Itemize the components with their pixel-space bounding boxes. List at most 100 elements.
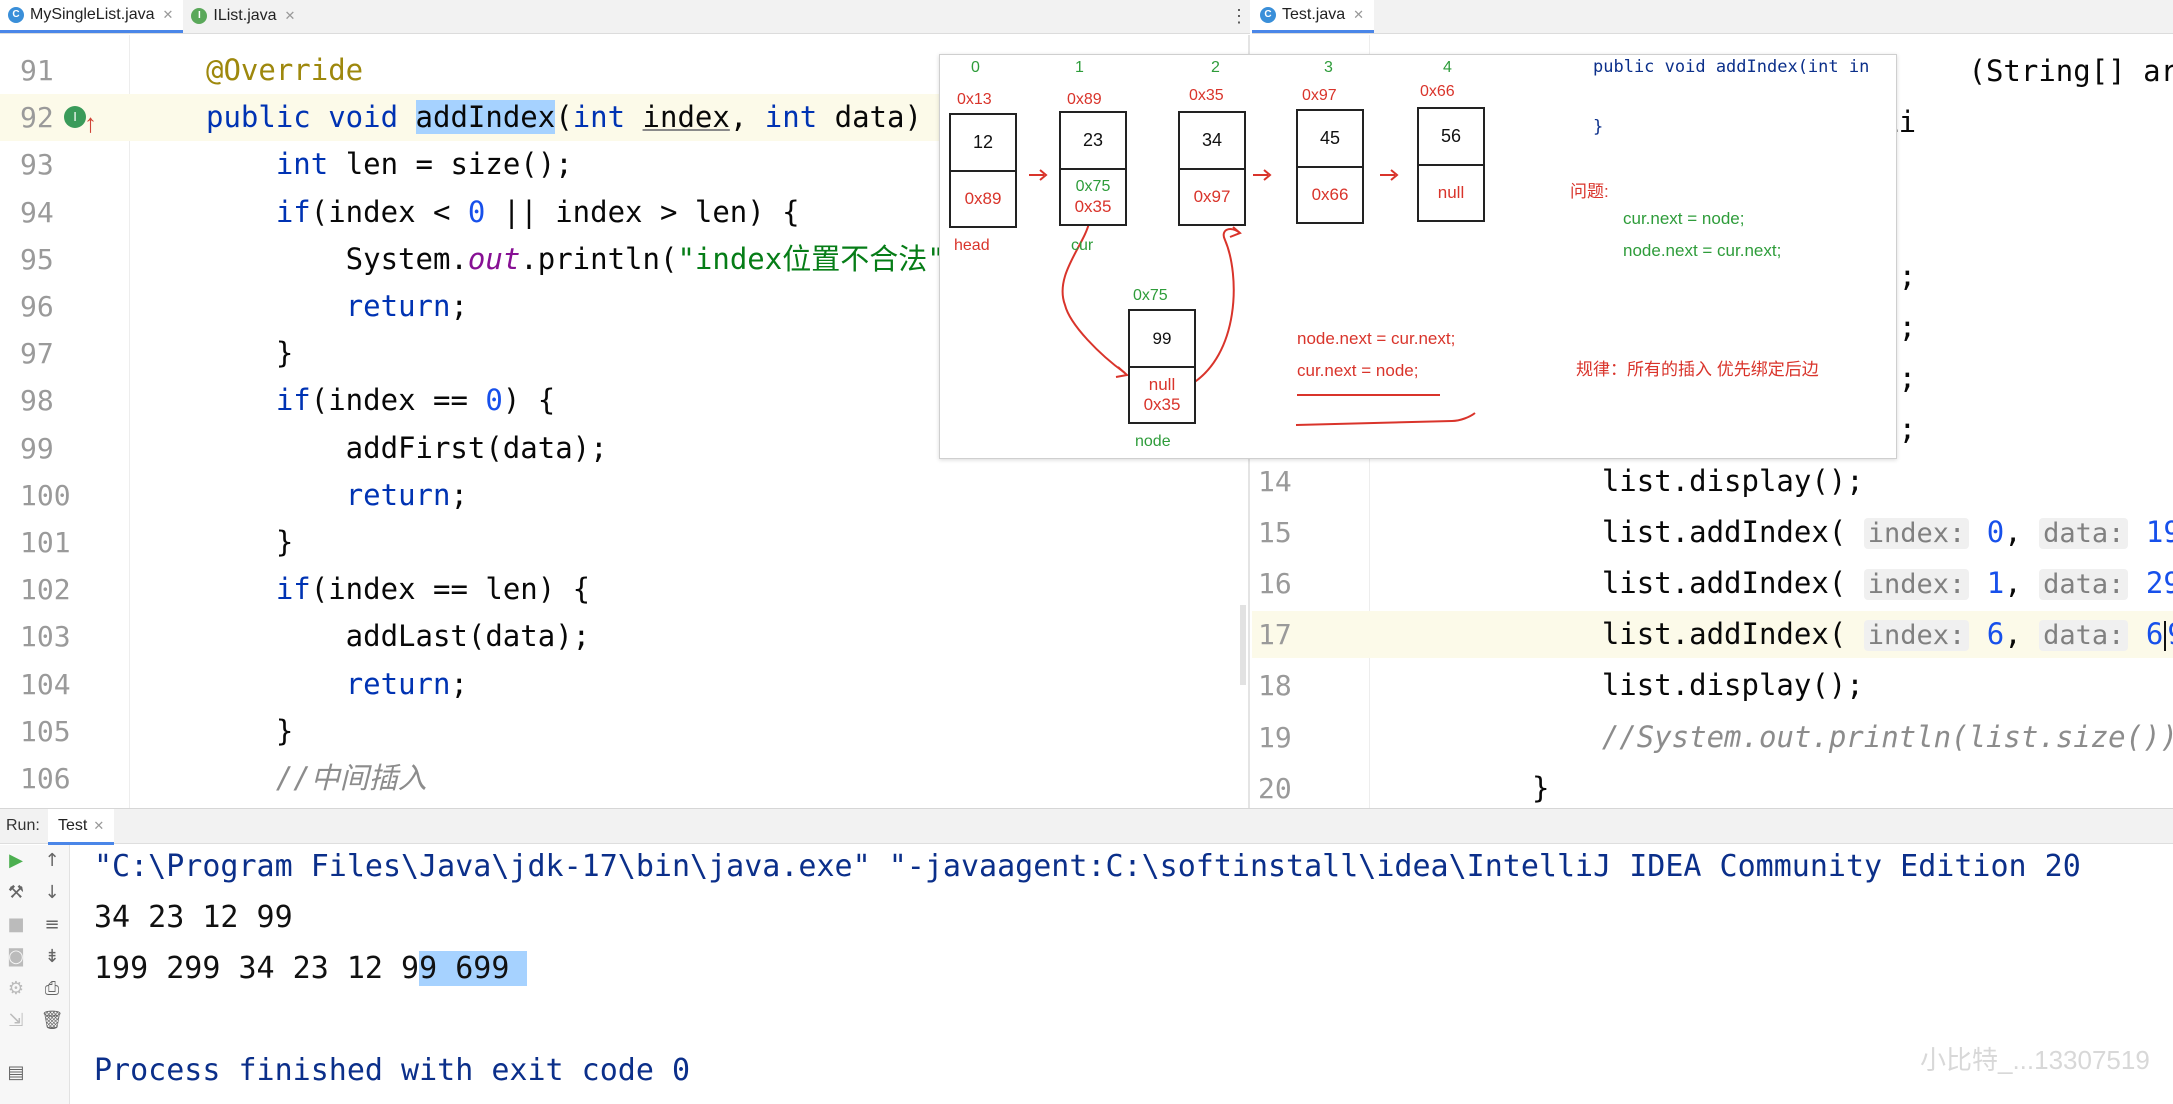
run-tab-test[interactable]: Test ✕: [48, 809, 115, 845]
node-new-next: 0x35: [1143, 395, 1181, 414]
snippet-line-2: }: [1593, 117, 1604, 137]
tab-test[interactable]: C Test.java ✕: [1252, 0, 1375, 33]
close-icon[interactable]: ✕: [284, 8, 296, 23]
code-line[interactable]: 15 list.addIndex( index: 0, data: 199);: [1252, 509, 2173, 556]
code-line[interactable]: 102 if(index == len) {: [0, 566, 1248, 613]
code-line[interactable]: 106 //中间插入: [0, 755, 1248, 802]
list-node: 12 0x89: [949, 113, 1017, 228]
code-line[interactable]: 94 if(index < 0 || index > len) {: [0, 189, 1248, 236]
code-line[interactable]: 103 addLast(data);: [0, 613, 1248, 660]
more-options-icon[interactable]: ⋮: [1230, 6, 1248, 26]
code-line[interactable]: 101 }: [0, 519, 1248, 566]
code-text: (String[] args): [1968, 54, 2173, 88]
scrollbar[interactable]: [1240, 605, 1246, 685]
line-number: 92: [20, 101, 54, 135]
line-number: 101: [20, 526, 71, 559]
arrow-up-icon[interactable]: ↑: [44, 850, 60, 871]
answer-code-2: cur.next = node;: [1297, 361, 1419, 380]
code-line[interactable]: 98 if(index == 0) {: [0, 377, 1248, 424]
code-line[interactable]: 91@Override: [0, 47, 1248, 94]
node-next: 0x89: [964, 189, 1002, 208]
node-old-next: null: [1148, 375, 1176, 394]
code-text: if(index == 0) {: [275, 383, 556, 418]
cur-label: cur: [1071, 237, 1094, 254]
close-icon[interactable]: ✕: [1353, 6, 1365, 22]
line-number: 15: [1258, 515, 1292, 549]
index-label: 4: [1443, 59, 1452, 76]
line-number: 100: [20, 478, 71, 512]
scroll-to-end-icon[interactable]: ⇟: [44, 946, 60, 967]
run-tab-label: Test: [58, 816, 88, 834]
console-text: 199 299 34 23 12 9: [94, 951, 420, 986]
code-line[interactable]: 16 list.addIndex( index: 1, data: 299);: [1252, 560, 2173, 607]
wrench-icon[interactable]: ⚒: [7, 882, 25, 903]
address-label: 0x97: [1302, 87, 1337, 104]
arrow-down-icon[interactable]: ↓: [44, 882, 60, 903]
class-icon: C: [8, 6, 24, 23]
stop-icon[interactable]: ■: [7, 914, 25, 935]
print-icon[interactable]: ⎙: [44, 978, 60, 999]
run-toolbar: ▶ ↑ ⚒ ↓ ■ ≡ ◙ ⇟ ⚙ ⎙ ⇲ 🗑 ▤: [0, 845, 70, 1104]
code-line[interactable]: 97 }: [0, 330, 1248, 377]
settings-icon[interactable]: ⚙: [7, 978, 25, 999]
soft-wrap-icon[interactable]: ≡: [44, 914, 60, 935]
code-text: return;: [345, 477, 468, 512]
code-line[interactable]: 104 return;: [0, 661, 1248, 708]
rerun-icon[interactable]: ▶: [9, 850, 23, 871]
code-line[interactable]: 95 System.out.println("index位置不合法"): [0, 236, 1248, 283]
line-number: 94: [20, 195, 54, 229]
tab-mysinglelist[interactable]: C MySingleList.java ✕: [0, 0, 184, 33]
code-line[interactable]: 99 addFirst(data);: [0, 425, 1248, 472]
arrow-right-icon: [1380, 169, 1399, 181]
list-node: 34 0x97: [1178, 111, 1246, 226]
code-text: list.display();: [1532, 463, 1864, 498]
code-line[interactable]: 100 return;: [0, 472, 1248, 519]
rule-text: 规律：所有的插入 优先绑定后边: [1576, 360, 1819, 379]
close-icon[interactable]: ✕: [93, 817, 105, 833]
tab-label: MySingleList.java: [30, 5, 155, 23]
camera-icon[interactable]: ◙: [7, 946, 25, 967]
code-text: if(index < 0 || index > len) {: [275, 194, 800, 229]
exit-icon[interactable]: ⇲: [8, 1010, 24, 1031]
console-selection: 9 699: [419, 951, 528, 986]
code-text: if(index == len) {: [275, 572, 591, 607]
code-line[interactable]: 17 list.addIndex( index: 6, data: 699);: [1252, 611, 2173, 659]
code-line[interactable]: 20}: [1252, 765, 2173, 808]
address-label: 0x66: [1420, 83, 1455, 100]
code-text: }: [206, 336, 294, 371]
code-text: return;: [345, 666, 468, 701]
list-node: 56 null: [1417, 107, 1485, 222]
line-gutter: [0, 35, 130, 808]
code-line[interactable]: 19 //System.out.println(list.size());: [1252, 714, 2173, 761]
line-number: 95: [20, 242, 54, 276]
code-line[interactable]: 96 return;: [0, 283, 1248, 330]
new-node-address: 0x75: [1133, 287, 1168, 304]
node-value: 45: [1298, 111, 1362, 168]
code-text: return;: [345, 289, 468, 323]
line-number: 18: [1258, 669, 1292, 703]
implements-icon[interactable]: I: [64, 106, 86, 129]
close-icon[interactable]: ✕: [162, 6, 174, 22]
tab-ilist[interactable]: I IList.java ✕: [183, 0, 305, 33]
code-line[interactable]: 93 int len = size();: [0, 141, 1248, 188]
code-text: addLast(data);: [206, 619, 591, 654]
layout-icon[interactable]: ▤: [7, 1062, 25, 1083]
run-label: Run:: [6, 817, 40, 834]
line-number: 97: [20, 337, 54, 371]
arrow-right-icon: [1029, 169, 1048, 181]
code-line[interactable]: 14 list.display();: [1252, 458, 2173, 505]
console-exit-line: Process finished with exit code 0: [94, 1053, 691, 1088]
code-line[interactable]: 18 list.display();: [1252, 662, 2173, 709]
watermark: 小比特_...13307519: [1920, 1045, 2150, 1075]
override-arrow-icon[interactable]: ↑: [84, 108, 97, 139]
curve-arrow-to-next: [1189, 228, 1241, 386]
arrow-right-icon: [1253, 169, 1272, 181]
node-value: 12: [951, 115, 1015, 172]
address-label: 0x35: [1189, 87, 1224, 104]
line-number: 98: [20, 384, 54, 418]
code-line[interactable]: (String[] args): [1252, 48, 2173, 95]
trash-icon[interactable]: 🗑: [40, 1010, 64, 1031]
node-next: null: [1437, 183, 1465, 202]
code-line[interactable]: 105 }: [0, 708, 1248, 755]
console-output[interactable]: "C:\Program Files\Java\jdk-17\bin\java.e…: [71, 845, 2173, 1104]
